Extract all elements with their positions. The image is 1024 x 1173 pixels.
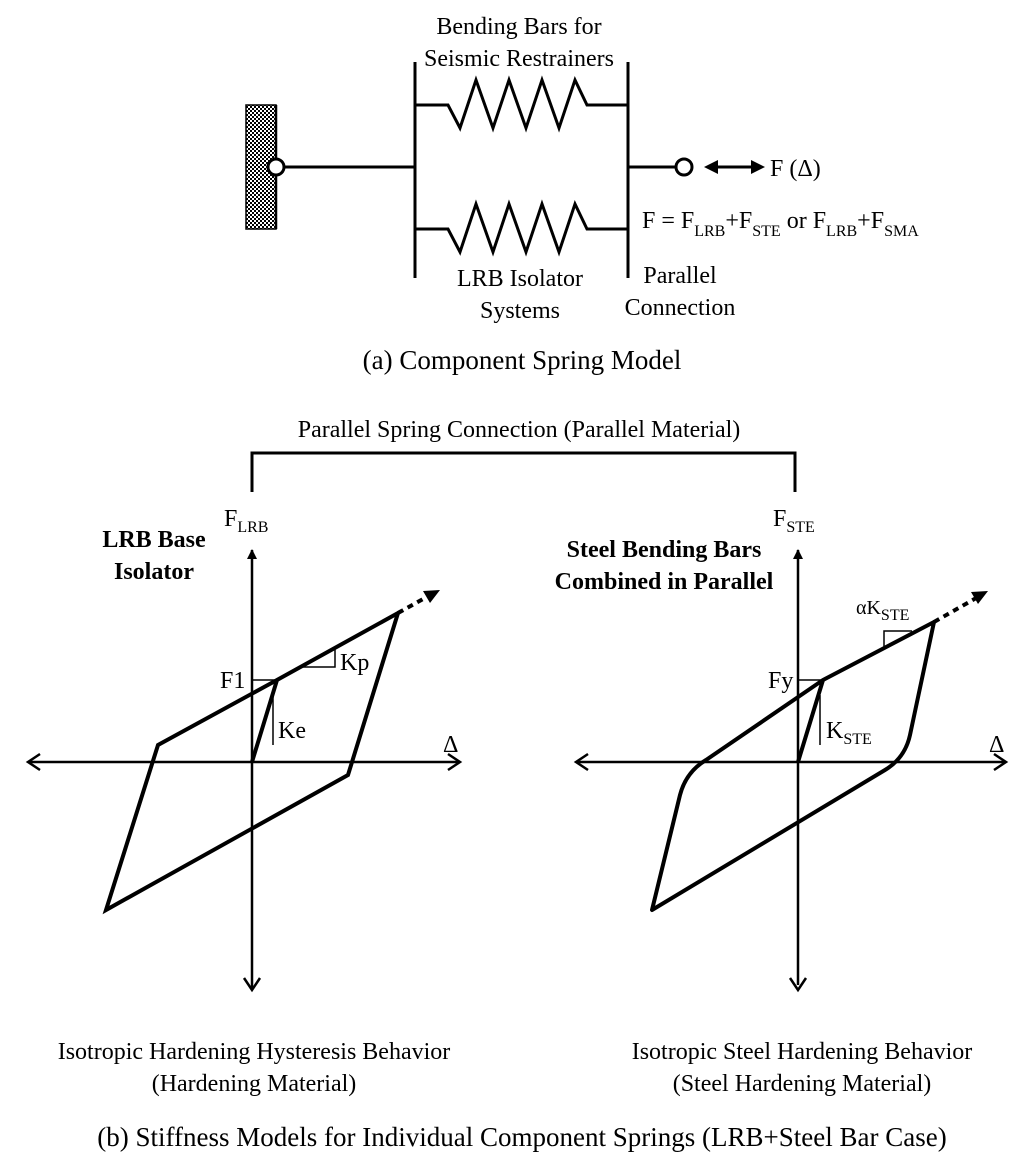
lrb-label-line2: Systems bbox=[480, 298, 560, 324]
parallel-bracket bbox=[250, 451, 797, 492]
bending-bars-label-line2: Seismic Restrainers bbox=[424, 46, 614, 72]
left-title-line2: Isolator bbox=[114, 559, 194, 585]
left-x-axis-right-arrow bbox=[447, 752, 463, 772]
k-ste-label: KSTE bbox=[826, 718, 872, 748]
bending-bars-label-line1: Bending Bars for bbox=[436, 14, 601, 40]
lrb-isolator-spring bbox=[415, 199, 628, 257]
ke-label: Ke bbox=[278, 718, 306, 744]
alpha-k-slope-marker bbox=[883, 630, 912, 649]
left-y-axis-down-arrow bbox=[242, 977, 262, 993]
right-title-line2: Combined in Parallel bbox=[555, 569, 774, 595]
steel-hardening-plot: FSTE Δ Steel Bending Bars Combined in Pa… bbox=[555, 506, 1009, 1097]
right-caption-line1: Isotropic Steel Hardening Behavior bbox=[632, 1039, 973, 1065]
force-equation: F = FLRB+FSTE or FLRB+FSMA bbox=[642, 208, 919, 240]
right-caption-line2: (Steel Hardening Material) bbox=[673, 1071, 932, 1097]
left-caption-line2: (Hardening Material) bbox=[152, 1071, 357, 1097]
steel-hardening-extension bbox=[933, 595, 979, 624]
left-axis-x-label: Δ bbox=[443, 732, 458, 758]
left-title-line1: LRB Base bbox=[102, 527, 206, 553]
right-x-axis-left-arrow bbox=[573, 752, 589, 772]
force-label: F (Δ) bbox=[770, 156, 821, 182]
component-spring-model: Bending Bars for Seismic Restrainers F (… bbox=[245, 14, 919, 375]
lrb-extension-arrowhead bbox=[423, 590, 440, 603]
left-caption-line1: Isotropic Hardening Hysteresis Behavior bbox=[58, 1039, 451, 1065]
parallel-label-line1: Parallel bbox=[643, 263, 717, 289]
stiffness-models: Parallel Spring Connection (Parallel Mat… bbox=[25, 417, 1009, 1152]
bracket-title: Parallel Spring Connection (Parallel Mat… bbox=[298, 417, 741, 443]
left-axis-y-label: FLRB bbox=[224, 506, 268, 536]
f1-label: F1 bbox=[220, 668, 245, 694]
steel-extension-arrowhead bbox=[971, 591, 988, 604]
steel-hardening-loop bbox=[650, 620, 936, 912]
right-axis-y-label: FSTE bbox=[773, 506, 815, 536]
caption-a: (a) Component Spring Model bbox=[363, 345, 682, 375]
right-axis-x-label: Δ bbox=[989, 732, 1004, 758]
lrb-label-line1: LRB Isolator bbox=[457, 266, 583, 292]
kp-label: Kp bbox=[340, 650, 369, 676]
force-arrow-right-head bbox=[751, 160, 765, 174]
fy-label: Fy bbox=[768, 668, 793, 694]
parallel-label-line2: Connection bbox=[625, 295, 736, 321]
left-x-axis-left-arrow bbox=[25, 752, 41, 772]
right-title-line1: Steel Bending Bars bbox=[567, 537, 762, 563]
force-arrow-left-head bbox=[704, 160, 718, 174]
lrb-hysteresis-plot: FLRB Δ LRB Base Isolator F1 Kp Ke Isotro… bbox=[25, 506, 463, 1097]
alpha-k-label: αKSTE bbox=[856, 597, 909, 624]
kp-slope-marker bbox=[300, 648, 336, 668]
right-pin-node bbox=[674, 157, 694, 177]
right-y-axis-down-arrow bbox=[788, 977, 808, 993]
right-x-axis-right-arrow bbox=[993, 752, 1009, 772]
bending-bar-spring bbox=[415, 75, 628, 133]
caption-b: (b) Stiffness Models for Individual Comp… bbox=[97, 1122, 946, 1152]
left-pin-node bbox=[266, 157, 286, 177]
